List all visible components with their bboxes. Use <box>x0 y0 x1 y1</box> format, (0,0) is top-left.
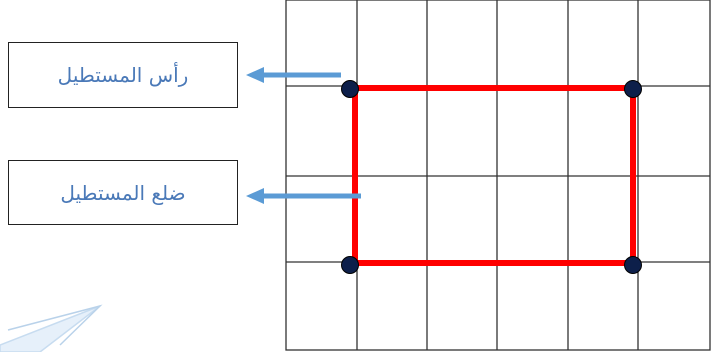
side-arrow <box>246 188 361 204</box>
vertex-label-box: رأس المستطيل <box>8 42 238 108</box>
side-label-box: ضلع المستطيل <box>8 160 238 225</box>
grid-border <box>285 0 711 351</box>
decorative-shape <box>0 304 103 352</box>
vertex-label: رأس المستطيل <box>57 63 189 87</box>
vertex-dot <box>624 80 642 98</box>
vertex-dot <box>341 80 359 98</box>
vertex-arrow <box>246 67 341 83</box>
rectangle-shape <box>352 85 636 266</box>
vertices <box>341 80 642 274</box>
vertex-dot <box>624 256 642 274</box>
side-label: ضلع المستطيل <box>60 180 186 205</box>
vertex-dot <box>341 256 359 274</box>
grid <box>285 0 711 351</box>
